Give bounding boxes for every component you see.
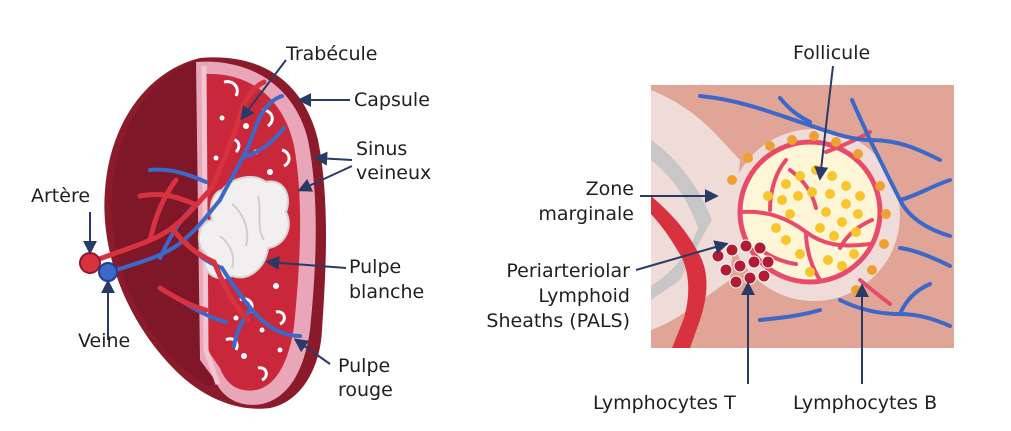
label-capsule: Capsule [354,89,430,111]
spleen-illustration [79,57,327,409]
follicle-detail-illustration [651,85,954,348]
label-veine: Veine [78,330,131,352]
label-lymphocytes-b: Lymphocytes B [793,392,938,414]
artery-end [79,252,101,274]
trabecule-marks [223,80,291,382]
label-lymphocytes-t: Lymphocytes T [593,392,736,414]
label-pulpe-blanche-line2: blanche [349,281,425,303]
label-pals-line1: Periarteriolar [506,260,630,282]
b-lymphocytes [763,165,865,277]
red-arteries [89,79,267,323]
label-follicule: Follicule [793,42,871,64]
label-zone-line1: Zone [585,178,634,200]
spleen-leader-lines [83,59,353,365]
label-pulpe-rouge-line1: Pulpe [338,355,391,377]
label-pals-line3: Sheaths (PALS) [486,310,630,332]
label-sinus-line1: Sinus [356,138,408,160]
label-pulpe-blanche-line1: Pulpe [349,256,402,278]
label-pals-line2: Lymphoid [538,285,630,307]
label-trabecule: Trabécule [286,43,378,65]
vein-end [98,262,118,282]
t-lymphocytes [711,239,775,289]
detail-leader-lines [635,65,869,384]
detail-blue-veins [698,94,952,328]
label-pulpe-rouge-line2: rouge [338,379,393,401]
white-pulp-area [197,175,290,280]
label-artere: Artère [31,185,91,207]
label-sinus-line2: veineux [356,162,432,184]
label-zone-line2: marginale [538,203,634,225]
